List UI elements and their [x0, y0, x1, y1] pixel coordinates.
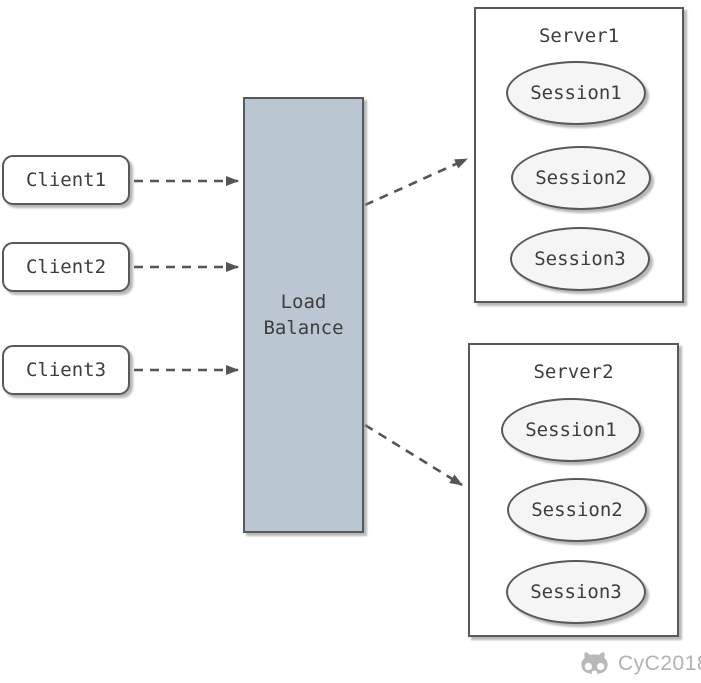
server2-container: Server2 Session1 Session2 Session3	[468, 343, 679, 637]
load-balancer-label: Load Balance	[263, 291, 344, 339]
client3-label: Client3	[25, 359, 107, 381]
server2-session1-label: Session1	[525, 419, 617, 441]
server1-title: Server1	[538, 25, 620, 47]
client1-label: Client1	[25, 169, 107, 191]
client2-label: Client2	[25, 256, 107, 278]
server2-session2-node: Session2	[507, 478, 647, 542]
client3-node: Client3	[2, 345, 130, 395]
watermark-text: CyC2018	[618, 651, 701, 675]
github-octocat-icon	[581, 652, 608, 675]
server1-session3-label: Session3	[534, 248, 626, 270]
client1-node: Client1	[2, 155, 130, 205]
server1-container: Server1 Session1 Session2 Session3	[474, 7, 684, 303]
server1-session1-label: Session1	[530, 82, 622, 104]
server2-session3-label: Session3	[530, 581, 622, 603]
server1-session2-label: Session2	[535, 167, 627, 189]
server1-session2-node: Session2	[511, 146, 651, 210]
watermark: CyC2018	[577, 650, 701, 677]
server2-session1-node: Session1	[501, 398, 641, 462]
server2-session3-node: Session3	[506, 560, 646, 624]
server2-title: Server2	[533, 361, 614, 383]
server1-session3-node: Session3	[510, 227, 650, 291]
client2-node: Client2	[2, 242, 130, 292]
arrow-load-balancer-to-server2	[364, 423, 463, 487]
server2-session2-label: Session2	[531, 499, 623, 521]
server1-session1-node: Session1	[506, 61, 646, 125]
arrow-load-balancer-to-server1	[364, 157, 468, 207]
load-balancer-node: Load Balance	[243, 97, 364, 533]
